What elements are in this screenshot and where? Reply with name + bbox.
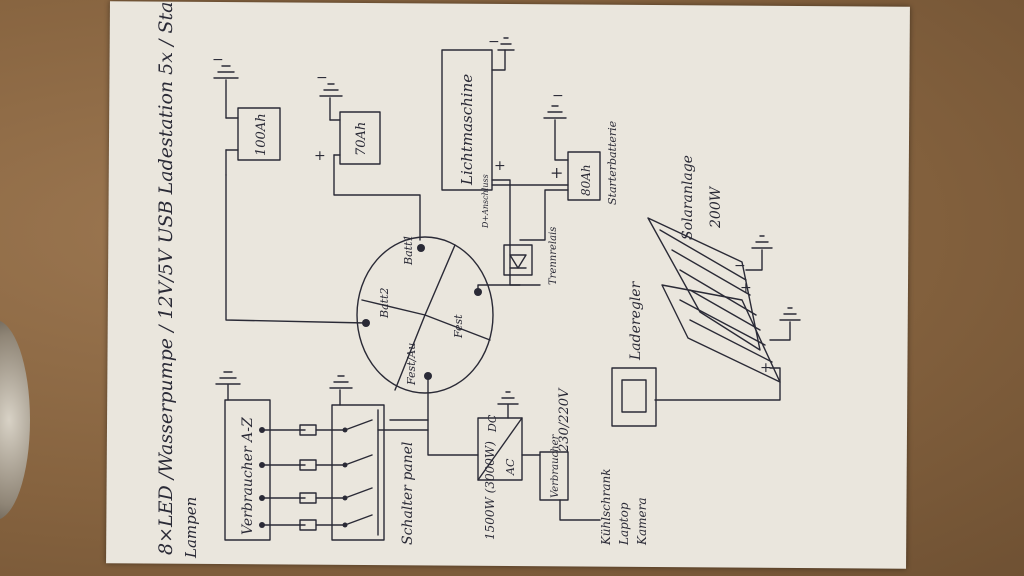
switch-slice-fest: Fest <box>452 314 465 339</box>
alternator-label: Lichtmaschine <box>458 74 476 186</box>
switch-slice-batt2: Batt2 <box>378 288 391 319</box>
d-plus-label: D+Anschluss <box>481 174 490 229</box>
ac-consumer-box: Verbraucher Kühlschrank Laptop Kamera <box>521 433 649 547</box>
consumer-camera: Kamera <box>635 498 649 547</box>
plus-sign: + <box>494 158 506 174</box>
polarity-markers: − − + − + − + + + − <box>212 34 772 376</box>
plus-sign: + <box>314 148 326 164</box>
charge-controller-label: Laderegler <box>628 280 644 361</box>
switch-panel: Schalter panel <box>329 375 429 545</box>
plus-sign: + <box>760 360 772 376</box>
relay-label: Trennrelais <box>548 227 559 285</box>
minus-sign: − <box>488 34 500 50</box>
inverter-ac-label: AC <box>504 458 517 476</box>
inverter-output-label: 230/220V <box>557 387 572 453</box>
minus-sign: − <box>212 52 224 68</box>
battery-100ah: 100Ah <box>213 65 281 176</box>
consumer-fridge: Kühlschrank <box>599 469 613 547</box>
solar-watt: 200W <box>708 185 724 229</box>
battery-70ah: 70Ah <box>319 83 421 241</box>
starter-label: Starterbatterie <box>606 120 619 205</box>
battery-selector-switch: Batt2 Batt1 Fest Fest/Au <box>225 174 521 456</box>
minus-sign: − <box>552 88 564 104</box>
inverter-dc-label: DC <box>486 414 499 433</box>
battery-100ah-label: 100Ah <box>254 113 269 156</box>
title-subtext: Lampen <box>182 497 200 559</box>
switch-slice-batt1: Batt1 <box>402 235 415 266</box>
plus-sign: + <box>550 163 563 182</box>
consumer-laptop: Laptop <box>617 502 631 546</box>
alternator: Lichtmaschine D+Anschluss <box>441 37 541 286</box>
battery-70ah-label: 70Ah <box>354 122 369 156</box>
consumers-box: Verbraucher A-Z <box>215 371 346 541</box>
switch-slice-fest-au: Fest/Au <box>405 343 418 386</box>
inverter-power-label: 1500W (3000W) <box>483 441 497 540</box>
charge-controller: Laderegler <box>611 280 657 427</box>
isolation-relay: Trennrelais <box>503 227 559 285</box>
plus-sign: + <box>740 280 752 296</box>
title-text: 8×LED /Wasserpumpe / 12V/5V USB Ladestat… <box>155 0 177 555</box>
battery-80ah-label: 80Ah <box>579 164 593 196</box>
inverter: DC AC 1500W (3000W) 230/220V <box>477 387 572 540</box>
minus-sign: − <box>734 258 746 274</box>
ac-consumer-label: Verbraucher <box>550 433 561 498</box>
solar-panels: Solaranlage 200W <box>647 155 801 401</box>
consumers-label: Verbraucher A-Z <box>240 417 256 535</box>
battery-80ah: 80Ah Starterbatterie <box>491 105 619 241</box>
solar-label: Solaranlage <box>680 155 696 240</box>
minus-sign: − <box>316 70 328 86</box>
switch-panel-label: Schalter panel <box>400 442 416 545</box>
